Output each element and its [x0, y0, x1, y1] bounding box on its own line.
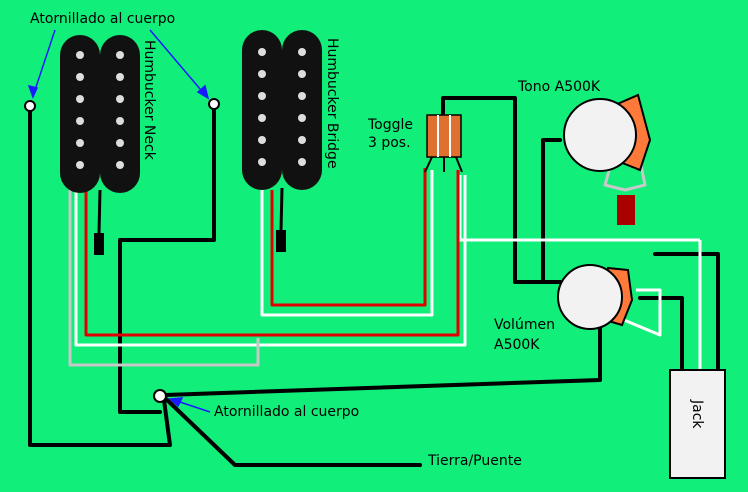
- tone-pot-wire: [541, 138, 562, 282]
- toggle-label-line2: 3 pos.: [368, 135, 411, 151]
- toggle-switch: [424, 114, 463, 173]
- screw-ground: [153, 389, 167, 403]
- volume-pot: [557, 264, 634, 330]
- jack-ground-loop: [653, 252, 720, 372]
- screw-neck: [208, 98, 220, 110]
- tone-pot: [563, 93, 652, 225]
- neck-coil-right: [100, 35, 140, 193]
- ground-bridge-label: Tierra/Puente: [428, 453, 522, 469]
- arrow-bottom-head: [168, 397, 184, 408]
- bridge-black-lead: [276, 230, 286, 252]
- neck-gray-wire: [68, 190, 260, 367]
- neck-red-wire: [84, 170, 460, 337]
- screw-label-top: Atornillado al cuerpo: [30, 11, 176, 27]
- arrow-left-line: [32, 29, 56, 97]
- screw-left: [24, 100, 36, 112]
- tone-lug-loop: [603, 159, 647, 192]
- bridge-coil-right: [282, 30, 322, 190]
- volume-pot-label-line2: A500K: [494, 337, 540, 353]
- neck-screw-ground-wire: [118, 108, 216, 414]
- arrows: [27, 29, 211, 413]
- light-wires: [68, 159, 702, 370]
- screw-label-bottom: Atornillado al cuerpo: [214, 404, 360, 420]
- tone-pot-body: [563, 98, 637, 172]
- bridge-white-wire: [260, 170, 434, 317]
- jack-label: Jack: [689, 400, 705, 429]
- bridge-coil-left: [242, 30, 282, 190]
- ground-bus-wire: [163, 323, 602, 397]
- arrow-right-line: [149, 29, 207, 97]
- toggle-volume-wire: [441, 96, 562, 284]
- humbucker-neck: [60, 35, 140, 255]
- volume-pot-body: [557, 264, 623, 330]
- neck-coil-left: [60, 35, 100, 193]
- volume-jack-wire: [638, 296, 684, 372]
- bridge-pickup-label: Humbucker Bridge: [324, 38, 340, 169]
- bridge-ground-wire: [163, 396, 422, 467]
- tone-capacitor: [617, 195, 635, 225]
- volume-white-wire: [599, 288, 662, 337]
- volume-pot-label-line1: Volúmen: [494, 317, 555, 333]
- neck-white-wire: [74, 175, 467, 347]
- arrow-left-head: [27, 84, 39, 100]
- black-wires: [28, 96, 720, 467]
- humbucker-bridge: [242, 30, 322, 252]
- toggle-label-line1: Toggle: [368, 117, 414, 133]
- bridge-red-wire: [270, 168, 427, 307]
- arrow-right-head: [196, 84, 210, 100]
- red-wires: [84, 168, 460, 337]
- toggle-white-bus: [458, 175, 700, 242]
- tone-pot-label: Tono A500K: [518, 79, 601, 95]
- jack-body: [669, 369, 726, 479]
- neck-pickup-label: Humbucker Neck: [141, 40, 157, 160]
- neck-black-lead: [94, 233, 104, 255]
- left-screw-ground-wire: [28, 108, 172, 447]
